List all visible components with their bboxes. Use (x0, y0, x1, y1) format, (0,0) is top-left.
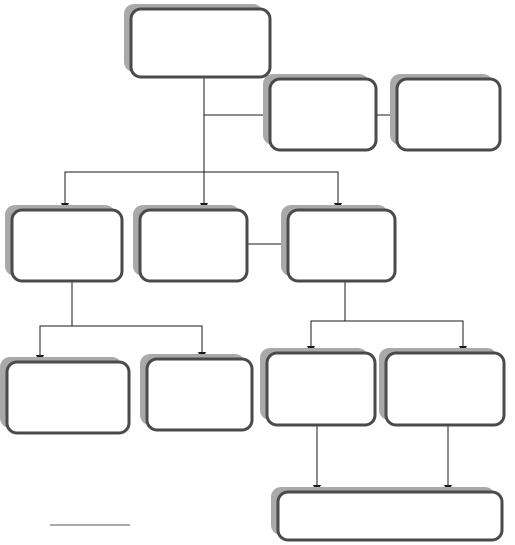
box-frame (276, 490, 504, 542)
box-frame (138, 208, 249, 283)
flow-box-n8 (140, 354, 254, 432)
connector-n6-n9 (307, 281, 346, 354)
box-frame (145, 357, 254, 432)
box-frame (129, 7, 272, 79)
box-frame (286, 208, 397, 283)
flow-box-n10 (379, 348, 506, 427)
box-frame (265, 351, 377, 427)
connector-n1-n6 (204, 171, 342, 211)
flow-box-n4 (5, 205, 124, 283)
flow-box-n1 (124, 4, 272, 79)
flow-box-n6 (281, 205, 397, 283)
flow-box-n3 (390, 74, 502, 152)
box-frame (268, 77, 378, 152)
flow-box-n2 (263, 74, 378, 152)
box-frame (384, 351, 506, 427)
flow-box-n7 (0, 357, 131, 435)
connector-n1-n2 (203, 77, 271, 119)
nodes-layer (0, 4, 506, 542)
box-frame (395, 77, 502, 152)
connector-n6-n10 (345, 320, 467, 354)
connector-n4-n8 (72, 325, 206, 360)
flow-box-n5 (133, 205, 249, 283)
connector-n1-n4 (61, 115, 205, 211)
box-frame (10, 208, 124, 283)
flow-box-n11 (271, 487, 504, 542)
box-frame (5, 360, 131, 435)
connector-n4-n7 (36, 281, 73, 363)
flow-box-n9 (260, 348, 377, 427)
connectors-layer (36, 77, 467, 493)
